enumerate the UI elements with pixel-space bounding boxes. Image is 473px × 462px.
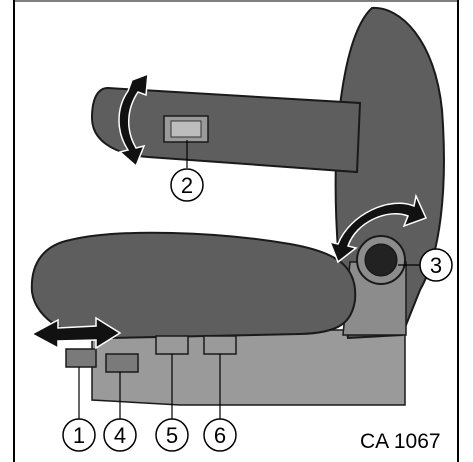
lever-5 xyxy=(155,335,189,355)
callout-circle-4 xyxy=(103,418,137,452)
callout-circle-3 xyxy=(419,248,453,282)
callout-label-4: 4 xyxy=(114,423,126,448)
fore-aft-double-arrow-icon xyxy=(30,316,122,350)
callout-circle-2 xyxy=(170,168,204,202)
callout-circle-5 xyxy=(155,418,189,452)
callout-label-6: 6 xyxy=(214,423,226,448)
callout-circle-6 xyxy=(203,418,237,452)
callout-circle-1 xyxy=(62,418,96,452)
callout-label-1: 1 xyxy=(73,423,85,448)
callout-label-3: 3 xyxy=(430,253,442,278)
figure-code: CA 1067 xyxy=(360,430,441,453)
armrest-tilt-curved-arrow-icon xyxy=(118,72,149,168)
lever-1-fore-aft xyxy=(65,348,97,368)
lever-4 xyxy=(105,353,139,373)
seat-cushion xyxy=(30,231,357,340)
recline-knob-inner xyxy=(364,243,398,277)
armrest-adjust-button-face xyxy=(170,120,202,138)
callout-label-5: 5 xyxy=(166,423,178,448)
lever-6 xyxy=(203,335,237,355)
recline-curved-arrow-icon xyxy=(328,193,428,264)
seat-base-frame xyxy=(91,329,406,406)
callout-label-2: 2 xyxy=(181,173,193,198)
armrest xyxy=(90,86,362,174)
